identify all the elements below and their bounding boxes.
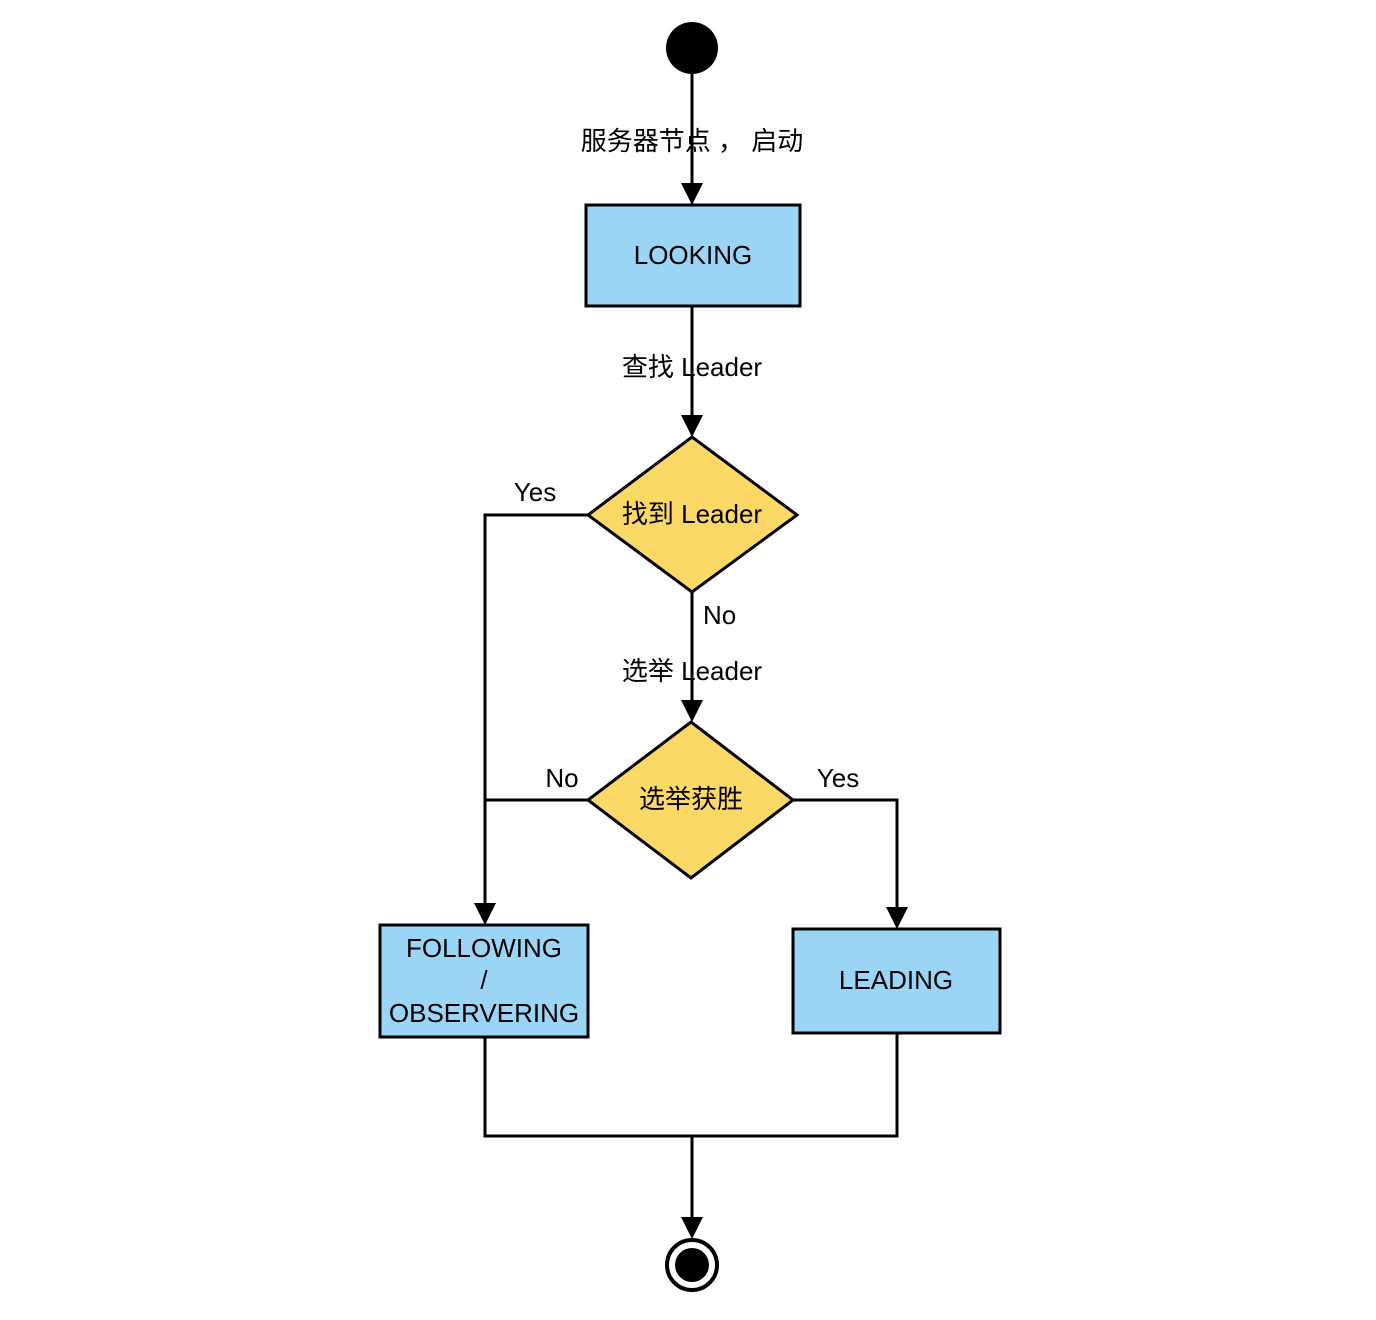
following-box-label-line1: FOLLOWING <box>406 933 562 963</box>
node-state-looking[interactable]: LOOKING <box>584 203 802 308</box>
edge-line-election-yes <box>793 798 899 916</box>
looking-box-label: LOOKING <box>634 240 752 270</box>
arrowhead-election-yes <box>886 907 908 929</box>
node-state-following-observering[interactable]: FOLLOWING / OBSERVERING <box>378 923 590 1039</box>
following-box-label-line2: / <box>480 965 488 995</box>
election-win-diamond[interactable] <box>585 720 796 880</box>
edge-label-election-no: No <box>545 763 578 793</box>
edge-following-to-end <box>483 1037 692 1138</box>
node-start-terminal[interactable] <box>666 22 718 74</box>
edge-election-no: No <box>485 763 588 802</box>
arrowhead-found-leader-no <box>681 700 703 722</box>
arrowhead-looking-to-found-leader <box>681 415 703 437</box>
edge-start-to-looking: 服务器节点 ， 启动 <box>581 74 803 205</box>
edge-leading-to-end <box>692 1033 899 1138</box>
following-box-rect[interactable] <box>378 923 590 1039</box>
looking-box-rect[interactable] <box>584 203 802 308</box>
node-state-leading[interactable]: LEADING <box>791 927 1002 1035</box>
leading-box-rect[interactable] <box>791 927 1002 1035</box>
edge-looking-to-found-leader: 查找 Leader <box>622 306 763 437</box>
edge-line-following-to-merge <box>483 1037 692 1138</box>
end-node-inner-circle <box>675 1248 709 1282</box>
leading-box-label: LEADING <box>839 965 953 995</box>
edge-label-start-to-looking: 服务器节点 ， 启动 <box>581 126 803 156</box>
edge-line-found-leader-yes <box>483 513 588 912</box>
edge-found-leader-yes: Yes <box>474 477 588 925</box>
edge-label-looking-to-found-leader: 查找 Leader <box>622 352 763 382</box>
edge-line-leading-to-merge <box>692 1033 899 1138</box>
node-decision-found-leader[interactable]: 找到 Leader <box>585 435 800 594</box>
edge-found-leader-no: No 选举 Leader <box>622 592 763 722</box>
arrowhead-found-leader-yes <box>474 903 496 925</box>
arrowhead-start-to-looking <box>681 183 703 205</box>
arrowhead-merge-to-end <box>681 1217 703 1239</box>
election-win-label: 选举获胜 <box>639 784 743 814</box>
node-decision-election-win[interactable]: 选举获胜 <box>585 720 796 880</box>
edge-label-found-leader-yes: Yes <box>514 477 556 507</box>
following-box-label-line3: OBSERVERING <box>389 998 579 1028</box>
start-node-circle[interactable] <box>666 22 718 74</box>
found-leader-diamond[interactable] <box>585 435 800 594</box>
edge-label-found-leader-no: No <box>703 600 736 630</box>
edge-label-election-yes: Yes <box>817 763 859 793</box>
edge-election-yes: Yes <box>793 763 908 929</box>
edge-merge-to-end <box>681 1136 703 1239</box>
found-leader-label: 找到 Leader <box>622 499 763 529</box>
edge-label-no-to-election: 选举 Leader <box>622 656 763 686</box>
node-end-terminal[interactable] <box>665 1238 719 1292</box>
